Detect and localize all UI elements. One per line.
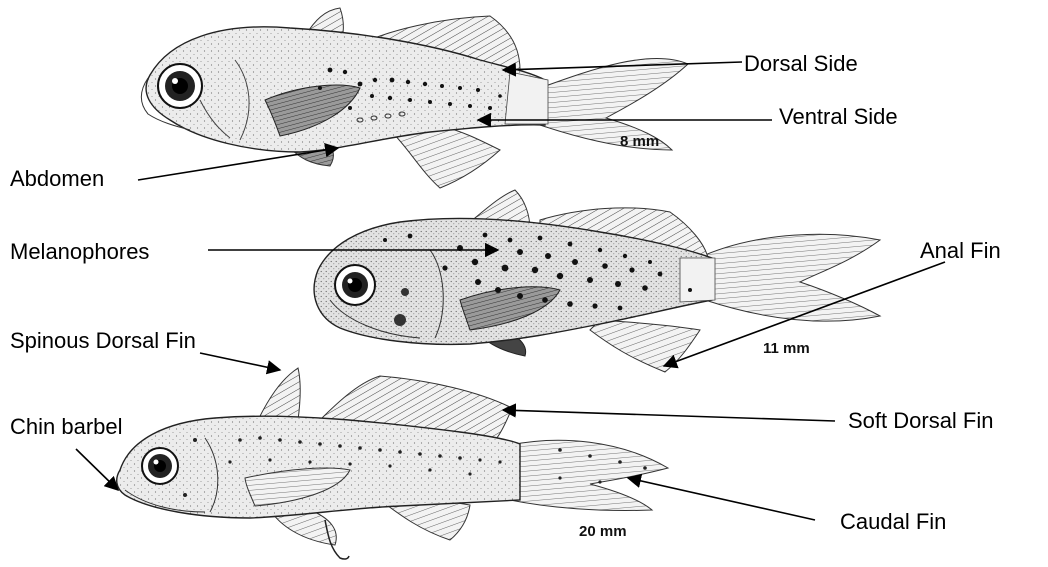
leader-chin-barbel: [76, 449, 118, 490]
label-anal-fin: Anal Fin: [920, 240, 1001, 262]
larva-11mm-anal-fin: [590, 320, 700, 372]
larva-20mm-spinous-dorsal-fin: [258, 368, 300, 420]
label-ventral-side: Ventral Side: [779, 106, 898, 128]
larva-8mm-caudal-fin: [540, 58, 688, 150]
leader-caudal-fin: [628, 478, 815, 520]
label-melanophores: Melanophores: [10, 241, 149, 263]
larva-8mm: [141, 8, 688, 188]
label-soft-dorsal-fin: Soft Dorsal Fin: [848, 410, 994, 432]
leader-soft-dorsal-fin: [503, 410, 835, 421]
scale-8mm: 8 mm: [620, 134, 659, 149]
label-spinous-dorsal-fin: Spinous Dorsal Fin: [10, 330, 196, 352]
label-caudal-fin: Caudal Fin: [840, 511, 946, 533]
label-dorsal-side: Dorsal Side: [744, 53, 858, 75]
leader-spinous-dorsal-fin: [200, 353, 280, 370]
larva-20mm-caudal-fin: [510, 440, 668, 510]
label-abdomen: Abdomen: [10, 168, 104, 190]
label-chin-barbel: Chin barbel: [10, 416, 123, 438]
leader-abdomen: [138, 148, 338, 180]
scale-11mm: 11 mm: [763, 341, 810, 356]
larva-11mm-caudal-fin: [705, 234, 880, 321]
scale-20mm: 20 mm: [579, 524, 627, 539]
